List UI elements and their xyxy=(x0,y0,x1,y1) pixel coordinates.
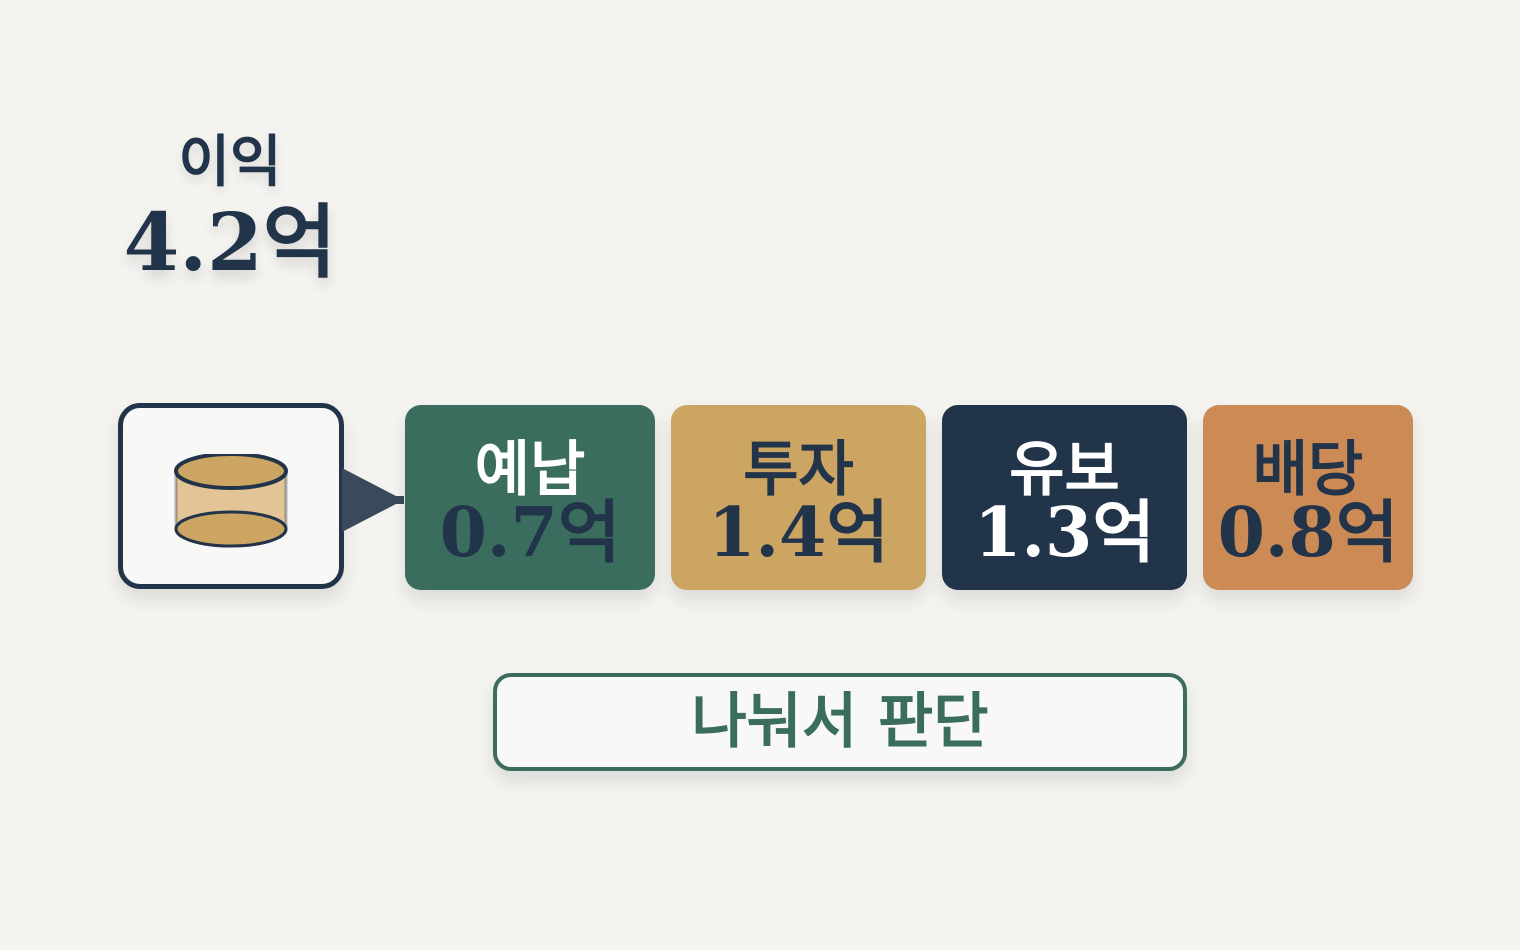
allocation-card-investment: 투자 1.4억 xyxy=(671,405,926,590)
allocation-amount: 0.8억 xyxy=(1217,493,1399,573)
allocation-name: 배당 xyxy=(1252,435,1364,505)
allocation-name: 투자 xyxy=(743,435,854,505)
profit-source-box xyxy=(118,403,344,589)
allocation-card-dividend: 배당 0.8억 xyxy=(1203,405,1413,590)
split-decision-label: 나눠서 판단 xyxy=(493,673,1187,771)
arrow-connector xyxy=(342,468,404,532)
allocation-card-retained: 유보 1.3억 xyxy=(942,405,1187,590)
allocation-amount: 0.7억 xyxy=(439,493,621,573)
allocation-amount: 1.4억 xyxy=(708,493,889,573)
profit-value: 4.2억 xyxy=(123,195,337,289)
allocation-name: 유보 xyxy=(1009,435,1120,505)
profit-label: 이익 xyxy=(178,130,282,195)
profit-summary: 이익 4.2억 xyxy=(110,130,350,290)
allocation-card-prepayment: 예납 0.7억 xyxy=(405,405,655,590)
allocation-amount: 1.3억 xyxy=(974,493,1155,573)
coin-stack-icon xyxy=(174,454,288,548)
allocation-name: 예납 xyxy=(474,435,586,505)
